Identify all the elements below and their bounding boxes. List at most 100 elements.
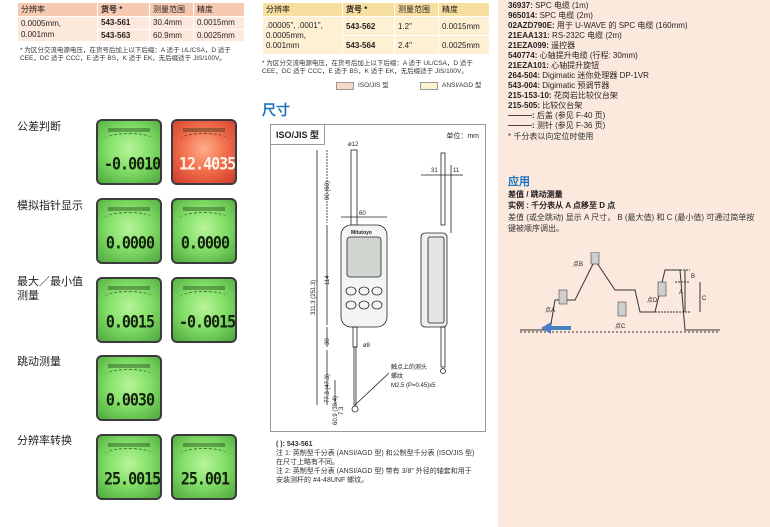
thread-note-3: M2.5 (P=0.45)x5 — [391, 383, 436, 389]
accuracy-cell: 0.0025mm — [438, 35, 490, 55]
accessory-item: 21EZA099: 遥控器 — [508, 41, 766, 51]
accessory-item: ———: 测针 (参见 F-36 页) — [508, 121, 766, 131]
lcd-digits: 0.0000 — [105, 232, 155, 254]
accessory-item: 540774: 心轴提升电缆 (行程: 30mm) — [508, 51, 766, 61]
code-cell: 543-562 — [342, 16, 395, 36]
indicator-drawing: ø12 60 90 (60) 114 311.3 (251.3) 30 ø8 7… — [311, 142, 463, 425]
lcd-display: 12.4035 — [171, 119, 237, 185]
left-spec-table: 分辨率 货号 * 测量范围 精度 0.0005mm, 0.001mm 543-5… — [17, 2, 245, 42]
function-label: 公差判断 — [17, 121, 61, 133]
accessory-item: ———: 后盖 (参见 F-40 页) — [508, 111, 766, 121]
point-d-label: 点D — [647, 296, 658, 304]
dim-w11: 11 — [453, 168, 460, 174]
lcd-digits: 0.0000 — [180, 232, 230, 254]
dim-d12: ø12 — [348, 142, 359, 148]
drawing-type-label: ISO/JIS 型 — [271, 125, 326, 145]
point-c-label: 点C — [615, 322, 626, 330]
accessory-list: 36937: SPC 电缆 (1m) 965014: SPC 电缆 (2m) 0… — [508, 1, 766, 142]
dim-w31: 31 — [431, 168, 438, 174]
col-resolution: 分辨率 — [262, 2, 343, 17]
accessory-item: 21EZA101: 心轴提升旋钮 — [508, 61, 766, 71]
acc-code: 215-153-10: — [508, 91, 552, 100]
lcd-display: 25.001 — [171, 434, 237, 500]
accessory-item: 264-504: Digimatic 迷你处理器 DP-1VR — [508, 71, 766, 81]
legend-label: ISO/JIS 型 — [358, 82, 389, 89]
legend-iso: ISO/JIS 型 — [336, 82, 389, 90]
lcd-digits: 25.001 — [180, 468, 230, 490]
dim-b-label: B — [691, 274, 695, 280]
accessory-item: 215-505: 比较仪台架 — [508, 101, 766, 111]
dim-w60: 60 — [359, 211, 366, 217]
accessory-item: 02AZD790E: 用于 U-WAVE 的 SPC 电缆 (160mm) — [508, 21, 766, 31]
lcd-display: -0.0010 — [96, 119, 162, 185]
function-label: 模拟指针显示 — [17, 200, 83, 212]
acc-desc: SPC 电缆 (1m) — [535, 1, 589, 10]
application-example: 实例 : 千分表从 A 点移至 D 点 — [508, 201, 616, 210]
acc-code: 21EAA131: — [508, 31, 550, 40]
accuracy-cell: 0.0015mm — [193, 16, 245, 30]
acc-desc: 心轴提升旋钮 — [551, 61, 600, 70]
acc-desc: Digimatic 迷你处理器 DP-1VR — [542, 71, 649, 80]
lcd-digits: 12.4035 — [179, 153, 236, 175]
acc-desc: RS-232C 电缆 (2m) — [552, 31, 622, 40]
footnote: ( ): 543-561 — [276, 441, 313, 448]
lcd-digits: -0.0010 — [104, 153, 161, 175]
brand-logo-text: Mitutoyo — [351, 230, 372, 236]
lcd-display: 25.0015 — [96, 434, 162, 500]
resolution-cell: 0.0005mm, 0.001mm — [17, 16, 98, 42]
legend-swatch — [336, 82, 354, 90]
accessory-item: 215-153-10: 花岗岩比较仪台架 — [508, 91, 766, 101]
accessory-item: 36937: SPC 电缆 (1m) — [508, 1, 766, 11]
code-cell: 543-561 — [97, 16, 150, 30]
accessory-item: 965014: SPC 电缆 (2m) — [508, 11, 766, 21]
dim-h77: 77.3 (47.3) — [325, 374, 331, 403]
footnote: 注 2: 英制型千分表 (ANSI/AGD 型) 带有 3/8" 外径的轴套和用… — [276, 468, 472, 484]
accuracy-cell: 0.0015mm — [438, 16, 490, 36]
code-cell: 543-563 — [97, 28, 150, 42]
dimension-footnotes: ( ): 543-561 注 1: 英制型千分表 (ANSI/AGD 型) 和公… — [276, 440, 476, 485]
dim-h73: 7.3 — [339, 406, 345, 415]
lcd-digits: 0.0030 — [105, 389, 155, 411]
legend-swatch — [420, 82, 438, 90]
col-code: 货号 * — [97, 2, 150, 17]
col-code: 货号 * — [342, 2, 395, 17]
lcd-digits: 0.0015 — [105, 311, 155, 333]
acc-desc: SPC 电缆 (2m) — [539, 11, 593, 20]
acc-desc: 心轴提升电缆 (行程: 30mm) — [539, 51, 638, 60]
dim-h30: 30 — [325, 338, 331, 345]
range-cell: 1.2" — [394, 16, 439, 36]
lcd-display: -0.0015 — [171, 277, 237, 343]
range-cell: 60.9mm — [149, 28, 194, 42]
col-range: 测量范围 — [394, 2, 439, 17]
legend-ansi: ANSI/AGD 型 — [420, 82, 481, 90]
acc-code: 36937: — [508, 1, 533, 10]
lcd-digits: -0.0015 — [179, 311, 236, 333]
accessory-item: 543-004: Digimatic 预调节器 — [508, 81, 766, 91]
acc-desc: 比较仪台架 — [542, 101, 583, 110]
function-label: 最大／最小值测量 — [17, 276, 83, 302]
application-diagram: 点B 点A 点C 点D A B C — [520, 252, 720, 334]
acc-desc: 遥控器 — [551, 41, 576, 50]
acc-code: 02AZD790E: — [508, 21, 555, 30]
function-label: 分辨率转换 — [17, 435, 72, 447]
thread-note-1: 触点上的测头 — [391, 363, 427, 371]
acc-desc: 花岗岩比较仪台架 — [553, 91, 618, 100]
acc-code: 21EZA099: — [508, 41, 549, 50]
lcd-display: 0.0000 — [96, 198, 162, 264]
acc-desc: Digimatic 预调节器 — [542, 81, 610, 90]
dim-c-label: C — [702, 296, 707, 302]
code-cell: 543-564 — [342, 35, 395, 55]
dim-h90: 90 (60) — [325, 181, 331, 200]
section-title-dimensions: 尺寸 — [262, 102, 290, 118]
footnote: 注 1: 英制型千分表 (ANSI/AGD 型) 和公制型千分表 (ISO/JI… — [276, 450, 475, 466]
col-accuracy: 精度 — [438, 2, 490, 17]
accessory-item: 21EAA131: RS-232C 电缆 (2m) — [508, 31, 766, 41]
legend-label: ANSI/AGD 型 — [442, 82, 482, 89]
col-accuracy: 精度 — [193, 2, 245, 17]
acc-code: 965014: — [508, 11, 538, 20]
left-suffix-note: * 为区分交流电源电压，在货号后加上以下后缀：A 适于 UL/CSA，D 适于 … — [20, 47, 231, 62]
acc-code: 21EZA101: — [508, 61, 549, 70]
col-resolution: 分辨率 — [17, 2, 98, 17]
mid-suffix-note: * 为区分交流电源电压，在货号后加上以下后缀：A 适于 UL/CSA，D 适于 … — [262, 60, 473, 75]
section-title-application: 应用 — [508, 176, 530, 188]
